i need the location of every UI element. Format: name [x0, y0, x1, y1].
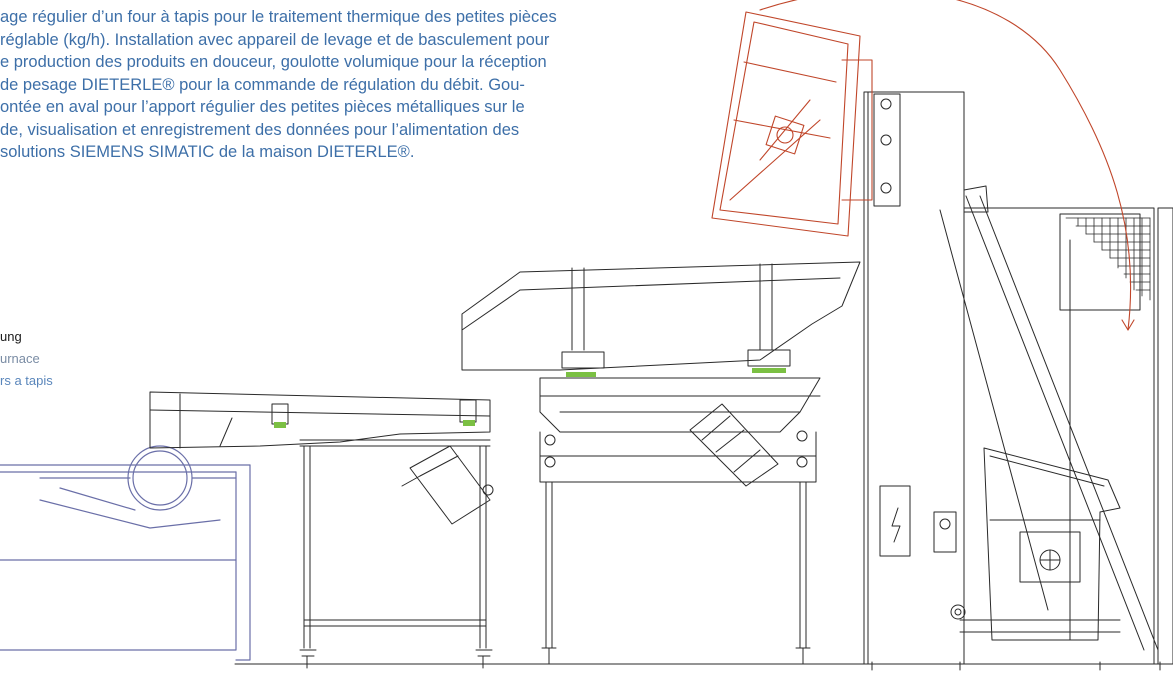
weighing-conveyor	[461, 261, 861, 665]
belt-furnace	[0, 445, 251, 661]
description-paragraph: age régulier d’un four à tapis pour le t…	[0, 6, 700, 164]
caption-english: urnace	[0, 351, 40, 366]
figure-captions: ung urnace rs a tapis	[0, 326, 53, 392]
tilting-bin	[711, 0, 1135, 331]
description-line: ontée en aval pour l’apport régulier des…	[0, 98, 525, 116]
green-dampers	[274, 368, 786, 428]
description-line: e production des produits en douceur, go…	[0, 53, 547, 71]
description-line: de, visualisation et enregistrement des …	[0, 120, 520, 139]
mesh-guard	[1065, 217, 1151, 301]
caption-german: ung	[0, 329, 22, 344]
description-line: age régulier d’un four à tapis pour le t…	[0, 8, 557, 26]
lifting-column	[863, 91, 1173, 671]
description-line: réglable (kg/h). Installation avec appar…	[0, 30, 550, 49]
vibratory-conveyor	[149, 391, 494, 669]
description-line: solutions SIEMENS SIMATIC de la maison D…	[0, 143, 415, 161]
caption-french: rs a tapis	[0, 373, 53, 388]
description-line: de pesage DIETERLE® pour la commande de …	[0, 75, 525, 94]
